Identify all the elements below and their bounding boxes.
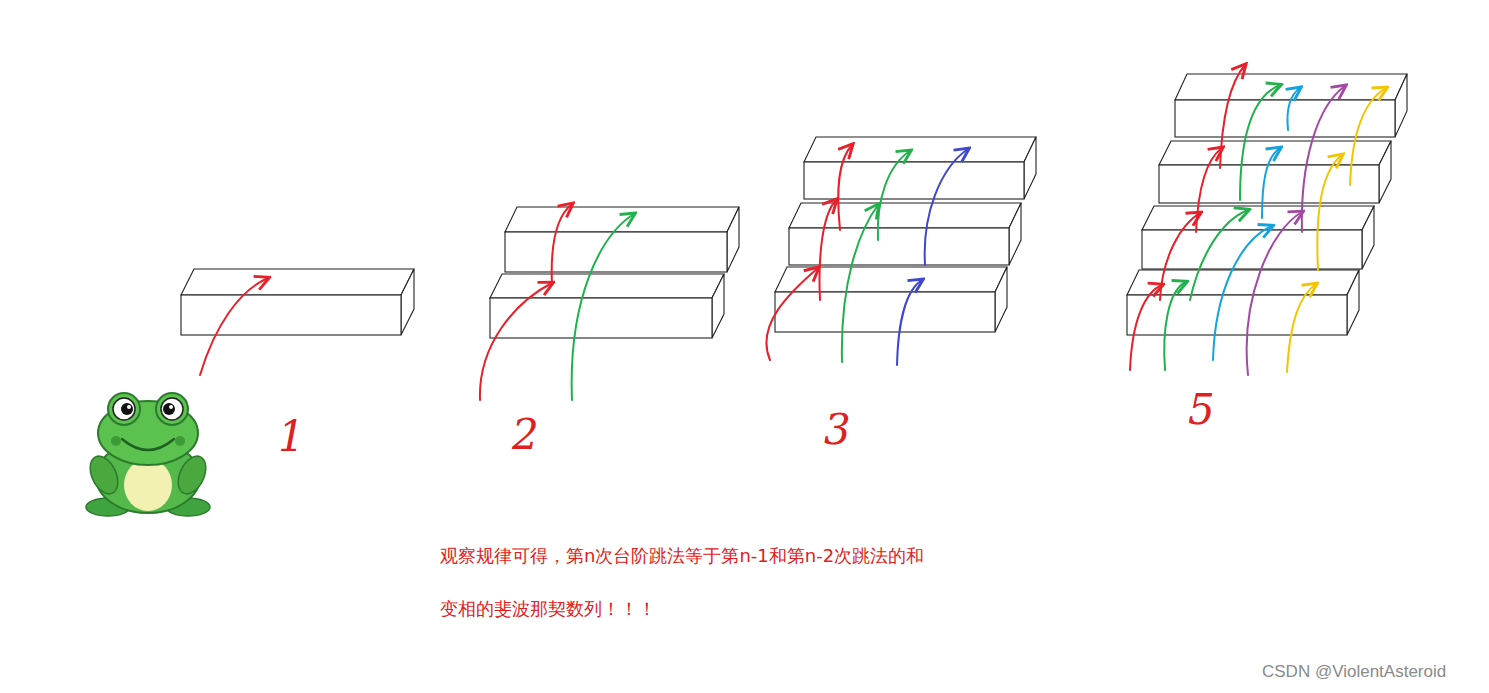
note-text: 观察规律可得，第n次台阶跳法等于第n-1和第n-2次跳法的和 [440, 544, 924, 568]
step-count: 3 [824, 405, 851, 454]
jump-arrow [1213, 226, 1272, 360]
jump-arrow [1247, 212, 1302, 375]
stair-blocks [181, 74, 1407, 338]
jump-arrow [1262, 148, 1280, 218]
jump-arrow [1164, 282, 1186, 370]
jump-arrow [1240, 85, 1280, 200]
jump-arrows [200, 65, 1386, 400]
jump-arrow [838, 145, 852, 230]
jump-arrow [1317, 155, 1342, 270]
jump-arrow [1196, 148, 1222, 232]
jump-arrow [1350, 88, 1386, 185]
stair-block [775, 267, 1007, 332]
stair-block [1159, 141, 1391, 203]
stair-block [181, 269, 414, 335]
stair-block [1175, 74, 1407, 137]
watermark: CSDN @ViolentAsteroid [1262, 662, 1446, 682]
stair-block [490, 274, 724, 338]
jump-arrow [1220, 65, 1245, 168]
jump-arrow [925, 149, 968, 265]
jump-arrow [766, 268, 818, 360]
jump-arrow [552, 204, 572, 285]
jump-arrow [1130, 285, 1162, 370]
jump-arrow [878, 151, 910, 240]
frog-picture [85, 393, 212, 516]
step-count: 5 [1188, 385, 1215, 434]
stair-block [505, 207, 739, 272]
jump-arrow [1287, 284, 1316, 372]
jump-arrow [572, 214, 634, 400]
step-count: 2 [512, 410, 539, 459]
jump-arrow [480, 283, 552, 400]
jump-arrow [200, 278, 268, 375]
jump-arrow [820, 200, 836, 300]
note-text: 变相的斐波那契数列！！！ [440, 597, 656, 621]
step-count: 1 [278, 412, 305, 461]
jump-arrow [1288, 88, 1301, 130]
jump-arrow [842, 205, 878, 362]
jump-arrow [897, 280, 922, 365]
